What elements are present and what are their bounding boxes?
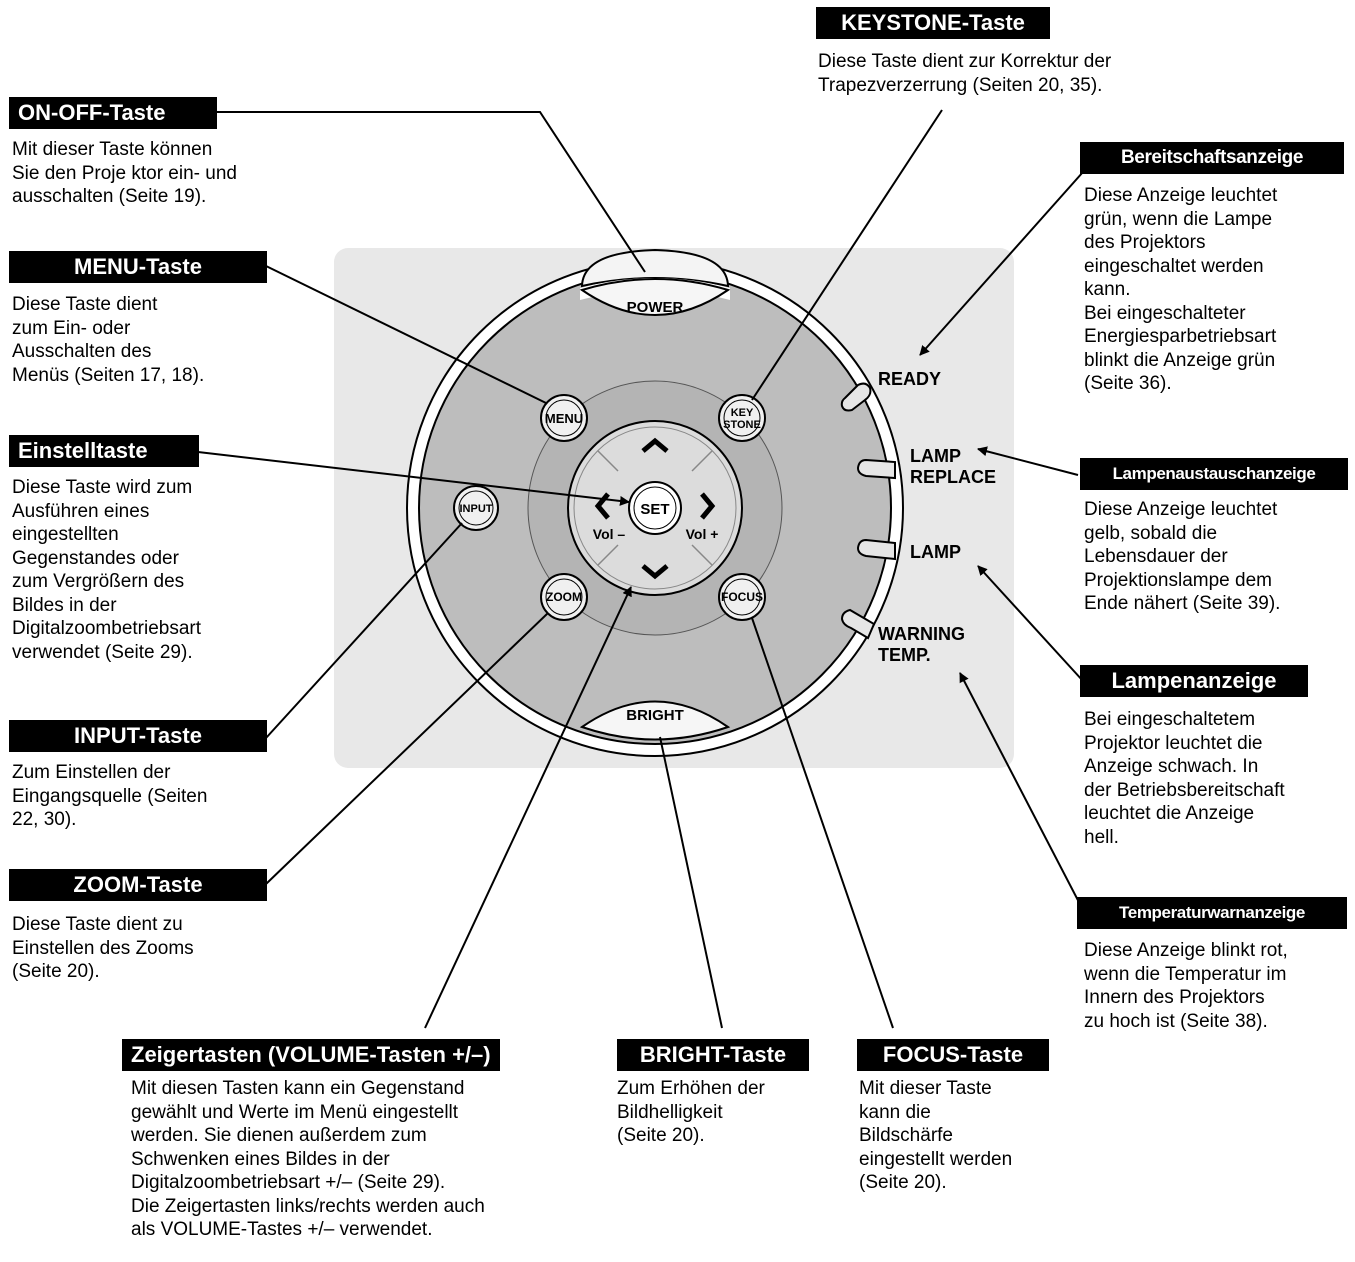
- right-arrow-icon[interactable]: [700, 492, 716, 520]
- leader-line-focus: [751, 617, 894, 1029]
- set-description: Diese Taste wird zum Ausführen eines ein…: [12, 477, 202, 663]
- bright-title: BRIGHT-Taste: [617, 1039, 809, 1071]
- input-description: Zum Einstellen der Eingangsquelle (Seite…: [12, 762, 208, 830]
- bright-description: Zum Erhöhen der Bildhelligkeit (Seite 20…: [617, 1078, 765, 1146]
- leader-line-lamp: [977, 565, 1084, 682]
- temp-description: Diese Anzeige blinkt rot, wenn die Tempe…: [1084, 940, 1288, 1032]
- focus-title: FOCUS-Taste: [857, 1039, 1049, 1071]
- leader-line-zoom: [265, 612, 549, 885]
- arrow-cluster-rim: [573, 426, 737, 590]
- input-label: INPUT: [460, 503, 493, 515]
- menu-description: Diese Taste dient zum Ein- oder Ausschal…: [12, 294, 205, 386]
- leader-line-input: [265, 522, 463, 739]
- indicator-lamp-replace: [856, 458, 896, 480]
- lamp-description: Bei eingeschaltetem Projektor leuchtet d…: [1084, 709, 1285, 848]
- ready-title: Bereitschaftsanzeige: [1080, 142, 1344, 174]
- lamp-replace-description: Diese Anzeige leuchtet gelb, sobald die …: [1084, 499, 1281, 614]
- bright-button[interactable]: [579, 700, 731, 741]
- leader-line-temp: [959, 672, 1084, 911]
- keystone-button[interactable]: KEY STONE: [718, 394, 766, 442]
- vol-minus-label: Vol –: [593, 526, 626, 542]
- indicator-warning: [840, 608, 876, 640]
- leader-line-lamp-replace: [977, 446, 1079, 476]
- zoom-label: ZOOM: [546, 590, 582, 604]
- leader-line-ready: [919, 171, 1084, 356]
- indicator-lamp: [856, 538, 896, 561]
- up-arrow-icon[interactable]: [641, 437, 669, 453]
- warning-indicator-label-1: WARNING: [878, 624, 965, 644]
- on-off-title: ON-OFF-Taste: [9, 97, 217, 129]
- set-button[interactable]: [628, 481, 682, 535]
- keystone-label-1: KEY: [731, 407, 754, 419]
- lamp-indicator-label: LAMP: [910, 542, 961, 562]
- input-title: INPUT-Taste: [9, 720, 267, 752]
- focus-button[interactable]: FOCUS: [718, 573, 766, 621]
- pointer-title: Zeigertasten (VOLUME-Tasten +/–): [122, 1039, 500, 1071]
- zoom-description: Diese Taste dient zu Einstellen des Zoom…: [12, 914, 194, 982]
- menu-title: MENU-Taste: [9, 251, 267, 283]
- pointer-description: Mit diesen Tasten kann ein Gegenstand ge…: [131, 1078, 485, 1240]
- lamp-replace-indicator-label-1: LAMP: [910, 446, 961, 466]
- keystone-label-2: STONE: [723, 419, 761, 431]
- temp-title: Temperaturwarnanzeige: [1077, 897, 1347, 929]
- keystone-title: KEYSTONE-Taste: [816, 7, 1050, 39]
- set-title: Einstelltaste: [9, 435, 199, 467]
- leader-line-on-off: [216, 111, 646, 273]
- on-off-description: Mit dieser Taste können Sie den Proje kt…: [12, 139, 237, 207]
- zoom-button[interactable]: ZOOM: [540, 573, 588, 621]
- lamp-replace-title: Lampenaustauschanzeige: [1080, 458, 1348, 490]
- left-arrow-icon[interactable]: [594, 492, 610, 520]
- leader-line-keystone: [751, 109, 943, 401]
- down-arrow-icon[interactable]: [641, 564, 669, 580]
- power-label: POWER: [627, 299, 684, 316]
- ready-description: Diese Anzeige leuchtet grün, wenn die La…: [1084, 185, 1278, 394]
- menu-label: MENU: [545, 411, 583, 426]
- keystone-description: Diese Taste dient zur Korrektur der Trap…: [818, 51, 1112, 96]
- ready-indicator-label: READY: [878, 369, 941, 389]
- set-label: SET: [640, 501, 669, 518]
- bright-label: BRIGHT: [626, 707, 684, 724]
- zoom-title: ZOOM-Taste: [9, 869, 267, 901]
- menu-button[interactable]: MENU: [540, 394, 588, 442]
- lamp-title: Lampenanzeige: [1080, 665, 1308, 697]
- vol-plus-label: Vol +: [686, 526, 719, 542]
- focus-label: FOCUS: [721, 590, 763, 604]
- indicator-ready: [840, 382, 872, 412]
- focus-description: Mit dieser Taste kann die Bildschärfe ei…: [859, 1078, 1013, 1193]
- lamp-replace-indicator-label-2: REPLACE: [910, 467, 996, 487]
- leader-line-menu: [265, 265, 547, 404]
- warning-indicator-label-2: TEMP.: [878, 645, 931, 665]
- leader-line-set: [197, 451, 630, 506]
- leader-line-bright: [659, 736, 723, 1029]
- leader-line-pointer: [424, 586, 632, 1029]
- input-button[interactable]: INPUT: [453, 485, 499, 531]
